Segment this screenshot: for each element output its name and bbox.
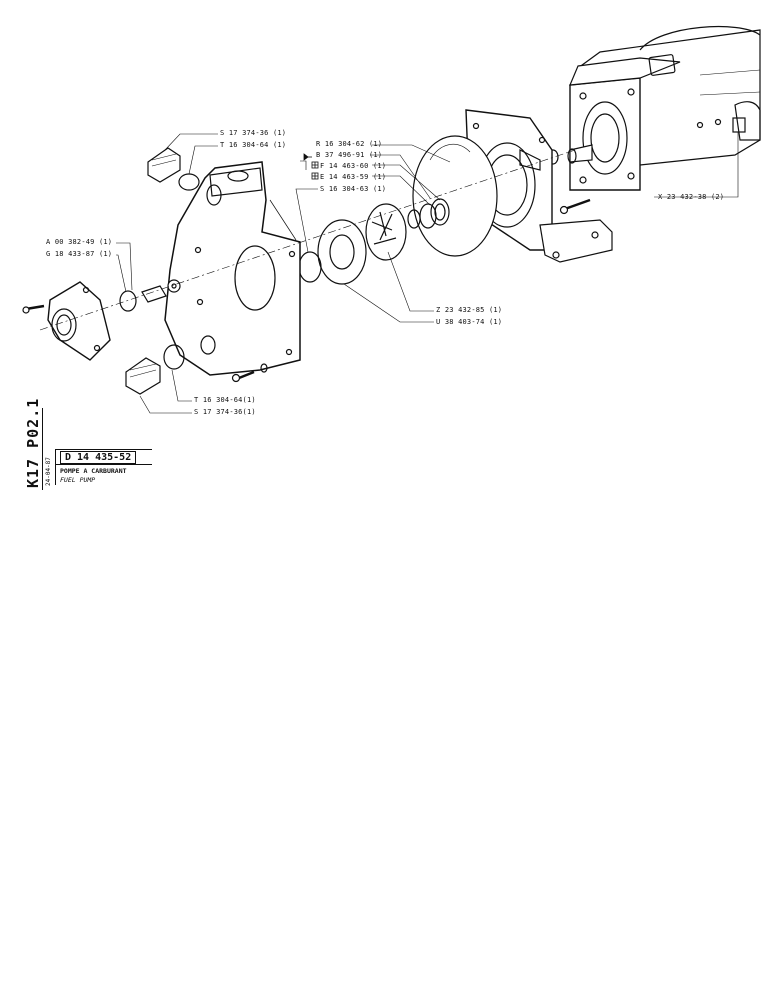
- part-number: D 14 435-52: [60, 451, 137, 464]
- bottom-plug: [125, 344, 185, 395]
- label-u: U 38 403-74 (1): [436, 318, 503, 326]
- seal-rings: [407, 198, 450, 229]
- check-valve: [119, 279, 181, 312]
- title-english: FUEL PUMP: [60, 476, 96, 484]
- label-a: A 00 382-49 (1): [46, 238, 113, 246]
- label-s-bottom: S 17 374-36(1): [194, 408, 256, 416]
- label-g: G 18 433-87 (1): [46, 250, 113, 258]
- gasket-disc: [412, 135, 498, 257]
- section-code: K17 P02.1: [24, 397, 42, 488]
- label-x: X 23 432-38 (2): [658, 193, 725, 201]
- marker-boxes: [303, 153, 319, 180]
- label-t-top: T 16 304-64 (1): [220, 141, 287, 149]
- label-r: R 16 304-62 (1): [316, 140, 383, 148]
- label-t-bottom: T 16 304-64(1): [194, 396, 256, 404]
- top-plug: [147, 147, 200, 191]
- label-z: Z 23 432-85 (1): [436, 306, 503, 314]
- adapter-bracket: [465, 109, 613, 263]
- label-f: F 14 463-60 (1): [320, 162, 387, 170]
- title-divider: [56, 464, 152, 465]
- center-axis: [39, 149, 576, 331]
- title-french: POMPE A CARBURANT: [60, 467, 127, 475]
- screws: [22, 198, 591, 383]
- inlet-flange: [47, 281, 111, 361]
- label-s-top: S 17 374-36 (1): [220, 129, 287, 137]
- title-block: D 14 435-52 POMPE A CARBURANT FUEL PUMP: [55, 449, 152, 485]
- leader-lines: [116, 132, 739, 414]
- impeller: [365, 203, 407, 261]
- label-e: E 14 463-59 (1): [320, 173, 387, 181]
- pump-housing: [164, 161, 301, 376]
- wear-plate: [317, 219, 367, 285]
- o-ring: [298, 251, 322, 283]
- sheet-date: 24-04-87: [45, 457, 52, 486]
- section-tag: K17 P02.1: [22, 398, 43, 490]
- label-s-mid: S 16 304-63 (1): [320, 185, 387, 193]
- electric-motor: [547, 26, 761, 191]
- label-b: B 37 496-91 (1): [316, 151, 383, 159]
